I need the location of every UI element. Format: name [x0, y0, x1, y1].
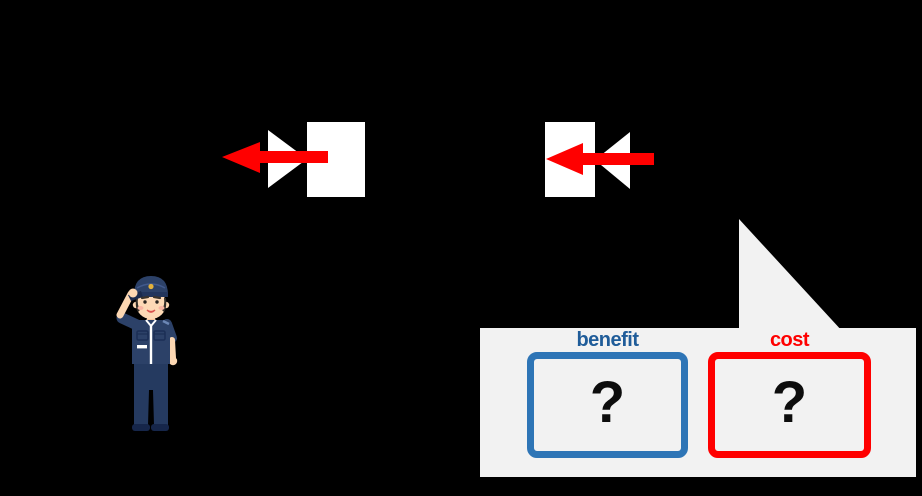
officer-name-tag	[137, 345, 147, 349]
cap-emblem	[148, 283, 154, 290]
saluting-police-officer	[116, 276, 178, 431]
red-left-arrow	[222, 142, 328, 173]
benefit-question-mark: ?	[589, 370, 626, 435]
officer-pants	[134, 362, 168, 425]
speech-bubble-tail	[739, 219, 843, 332]
red-left-arrow	[546, 143, 654, 175]
benefit-label: benefit	[576, 329, 639, 351]
skip-to-start-icon	[545, 122, 654, 197]
speech-bubble: benefit cost ? ?	[480, 328, 916, 477]
officer-shoe	[151, 424, 169, 431]
skip-to-end-icon	[222, 122, 365, 197]
cost-label: cost	[769, 329, 810, 351]
cost-question-mark: ?	[771, 370, 808, 435]
benefit-box: ?	[527, 352, 688, 458]
officer-hand	[168, 356, 178, 366]
officer-shoe	[132, 424, 150, 431]
saluting-hand	[128, 288, 138, 298]
cost-box: ?	[708, 352, 871, 458]
